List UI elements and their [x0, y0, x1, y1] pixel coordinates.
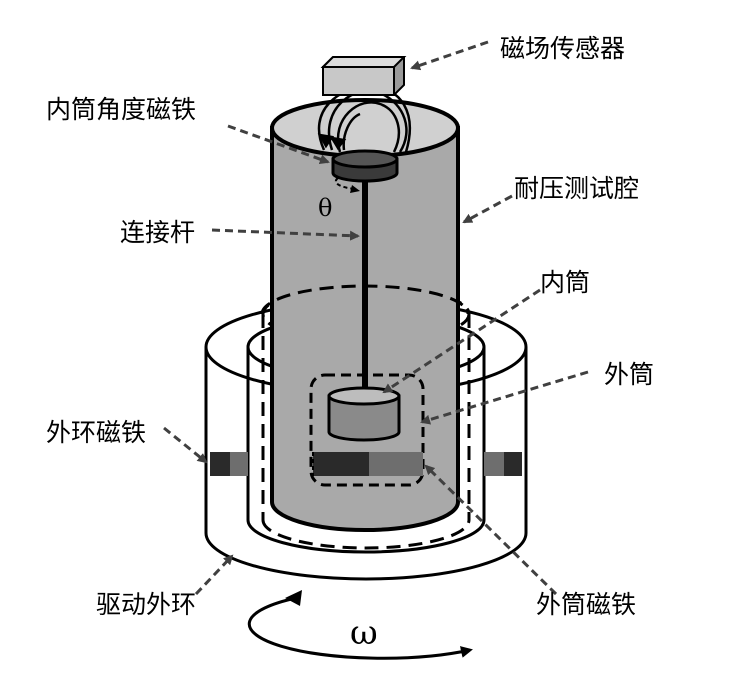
label-pressure-chamber: 耐压测试腔: [514, 174, 640, 203]
magnetic-field-sensor: [320, 56, 407, 97]
inner-cylinder-top: [327, 386, 401, 406]
field-arrow-1: [329, 136, 347, 151]
leader-outer-cylinder: [420, 370, 589, 425]
inner-cylinder: [327, 386, 401, 442]
outer-ring-magnet-right: [484, 452, 522, 476]
leader-sensor: [410, 40, 489, 71]
label-inner-cylinder: 内筒: [540, 268, 591, 297]
label-outer-ring-magnet: 外环磁铁: [46, 418, 147, 447]
label-connecting-rod: 连接杆: [120, 218, 196, 247]
outer-cylinder-bottom: [261, 519, 471, 550]
label-outer-cylinder: 外筒: [604, 360, 655, 389]
label-inner-angle-magnet: 内筒角度磁铁: [46, 95, 197, 124]
label-outer-cylinder-magnet: 外筒磁铁: [536, 590, 637, 619]
leader-inner-cylinder: [382, 288, 541, 394]
leader-inner-angle-magnet: [227, 124, 330, 164]
label-magnetic-field-sensor: 磁场传感器: [500, 34, 626, 63]
drive-ring-inner-wall: [246, 347, 486, 554]
outer-ring-magnet-left: [210, 452, 248, 476]
field-arrow-2: [317, 133, 335, 149]
outer-cylinder-magnet: [312, 452, 423, 476]
leader-outer-cylinder-magnet: [424, 464, 558, 596]
pressure-chamber-top: [270, 98, 460, 158]
leader-lines: [163, 40, 589, 596]
inner-angle-magnet: [331, 149, 399, 183]
leader-rod: [211, 228, 360, 241]
theta-symbol: θ: [318, 194, 333, 222]
leader-chamber: [462, 194, 513, 224]
label-drive-ring: 驱动外环: [96, 590, 197, 619]
omega-rotation-arrow: [247, 590, 473, 660]
field-lines: [317, 84, 412, 153]
inner-cylinder-body: [327, 394, 401, 442]
leader-outer-ring-magnet: [163, 426, 208, 464]
omega-symbol: ω: [350, 613, 378, 653]
leader-drive-ring: [194, 554, 234, 596]
theta-arrow-head: [350, 185, 360, 193]
